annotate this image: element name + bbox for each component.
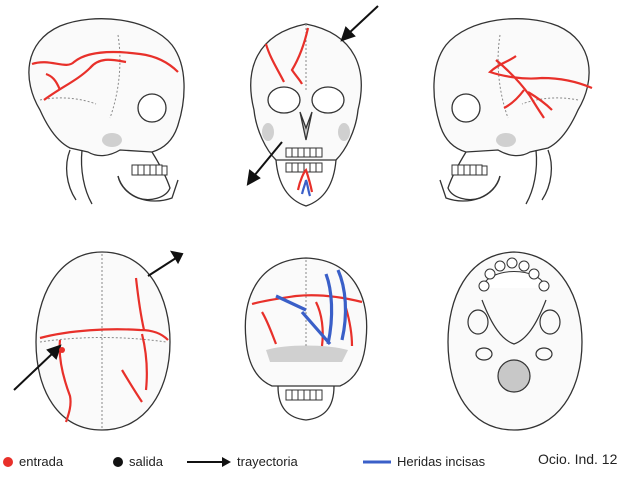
skull-right-lateral-view — [0, 0, 205, 215]
legend-exit-label: salida — [129, 454, 163, 469]
legend-entry: entrada — [2, 454, 63, 469]
left-orbit — [268, 87, 300, 113]
entry-marker — [59, 347, 65, 353]
face-contour — [118, 152, 170, 200]
mandible — [440, 176, 500, 201]
trajectory-arrow-top — [148, 252, 182, 276]
skull-frontal-view — [206, 0, 412, 215]
skull-vertex-view — [0, 230, 205, 445]
trajectory-arrow-top — [342, 6, 378, 40]
arrow-right-icon — [186, 456, 232, 468]
skull-posterior-view — [206, 230, 412, 445]
skull-left-lateral-view — [412, 0, 618, 215]
legend-incised: Heridas incisas — [362, 454, 485, 469]
right-orbit — [312, 87, 344, 113]
foramen-magnum — [498, 360, 530, 392]
vertex-outline — [36, 252, 170, 430]
legend-entry-label: entrada — [19, 454, 63, 469]
orbit — [452, 94, 480, 122]
orbit — [138, 94, 166, 122]
red-dot-icon — [2, 456, 14, 468]
legend-incised-label: Heridas incisas — [397, 454, 485, 469]
legend-exit: salida — [112, 454, 163, 469]
legend: entrada salida trayectoria Heridas incis… — [0, 454, 618, 478]
case-label: Ocio. Ind. 12 — [538, 451, 617, 467]
mandible — [118, 176, 178, 201]
legend-trajectory-label: trayectoria — [237, 454, 298, 469]
cervical-spine — [67, 150, 92, 204]
black-dot-icon — [112, 456, 124, 468]
legend-trajectory: trayectoria — [186, 454, 298, 469]
cervical-spine — [526, 150, 551, 204]
face-contour — [448, 152, 500, 200]
skull-basal-view — [412, 230, 618, 445]
blue-line-icon — [362, 456, 392, 468]
